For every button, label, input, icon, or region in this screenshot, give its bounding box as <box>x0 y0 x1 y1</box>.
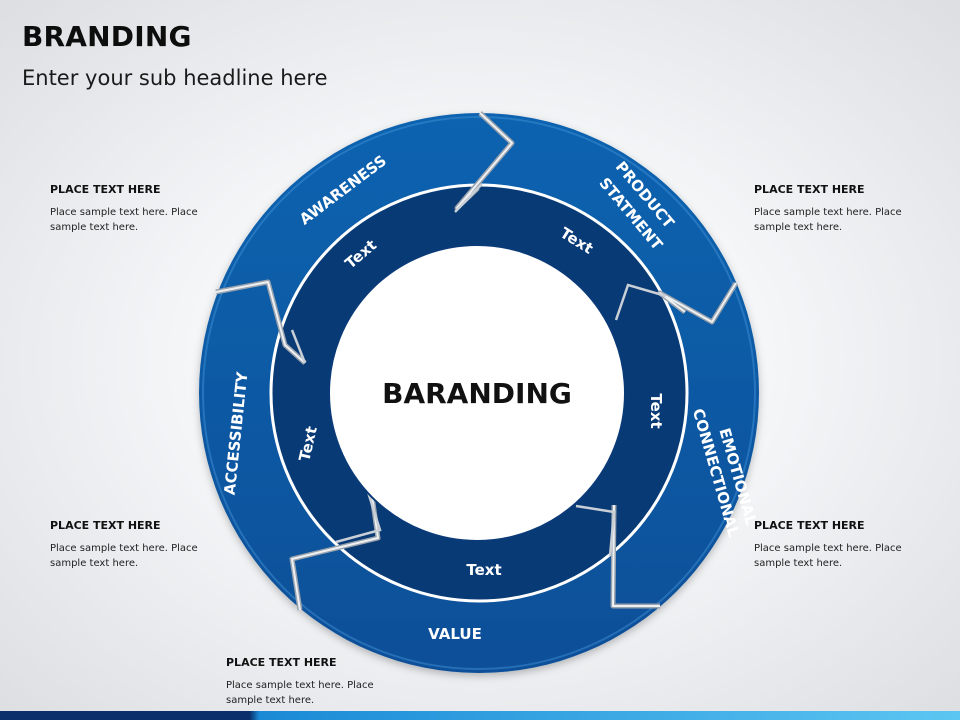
callout-heading: PLACE TEXT HERE <box>226 656 337 669</box>
page-title: BRANDING <box>22 20 192 53</box>
callout-body: Place sample text here. Place sample text… <box>226 678 396 708</box>
callout-body: Place sample text here. Place sample text… <box>50 205 220 235</box>
callout-body: Place sample text here. Place sample text… <box>754 205 924 235</box>
callout-body-line: Place sample text here. Place <box>226 680 374 691</box>
callout-body-line: sample text here. <box>754 222 843 233</box>
callout-heading: PLACE TEXT HERE <box>754 519 865 532</box>
callout-heading: PLACE TEXT HERE <box>50 519 161 532</box>
callout-heading: PLACE TEXT HERE <box>754 183 865 196</box>
callout-heading: PLACE TEXT HERE <box>50 183 161 196</box>
inner-label-4: Text <box>466 561 501 579</box>
outer-ring-highlight <box>202 116 756 670</box>
callout-body-line: sample text here. <box>226 695 315 706</box>
callout-top-right: PLACE TEXT HERE Place sample text here. … <box>754 183 924 235</box>
callout-body: Place sample text here. Place sample text… <box>754 541 924 571</box>
center-disc <box>328 244 626 542</box>
page-subtitle: Enter your sub headline here <box>22 66 328 90</box>
center-label: BARANDING <box>382 377 572 410</box>
callout-body-line: Place sample text here. Place <box>50 543 198 554</box>
callout-bottom-center: PLACE TEXT HERE Place sample text here. … <box>226 656 396 708</box>
callout-body-line: sample text here. <box>754 558 843 569</box>
callout-body-line: Place sample text here. Place <box>50 207 198 218</box>
callout-body-line: Place sample text here. Place <box>754 207 902 218</box>
callout-body-line: Place sample text here. Place <box>754 543 902 554</box>
inner-ring-notches <box>290 183 667 557</box>
callout-top-left: PLACE TEXT HERE Place sample text here. … <box>50 183 220 235</box>
inner-label-3: Text <box>647 393 665 428</box>
callout-body-line: sample text here. <box>50 558 139 569</box>
callout-bottom-right: PLACE TEXT HERE Place sample text here. … <box>754 519 924 571</box>
callout-body: Place sample text here. Place sample text… <box>50 541 220 571</box>
callout-bottom-left: PLACE TEXT HERE Place sample text here. … <box>50 519 220 571</box>
footer-bar <box>0 711 960 720</box>
callout-body-line: sample text here. <box>50 222 139 233</box>
segment-label-value: VALUE <box>428 625 482 643</box>
